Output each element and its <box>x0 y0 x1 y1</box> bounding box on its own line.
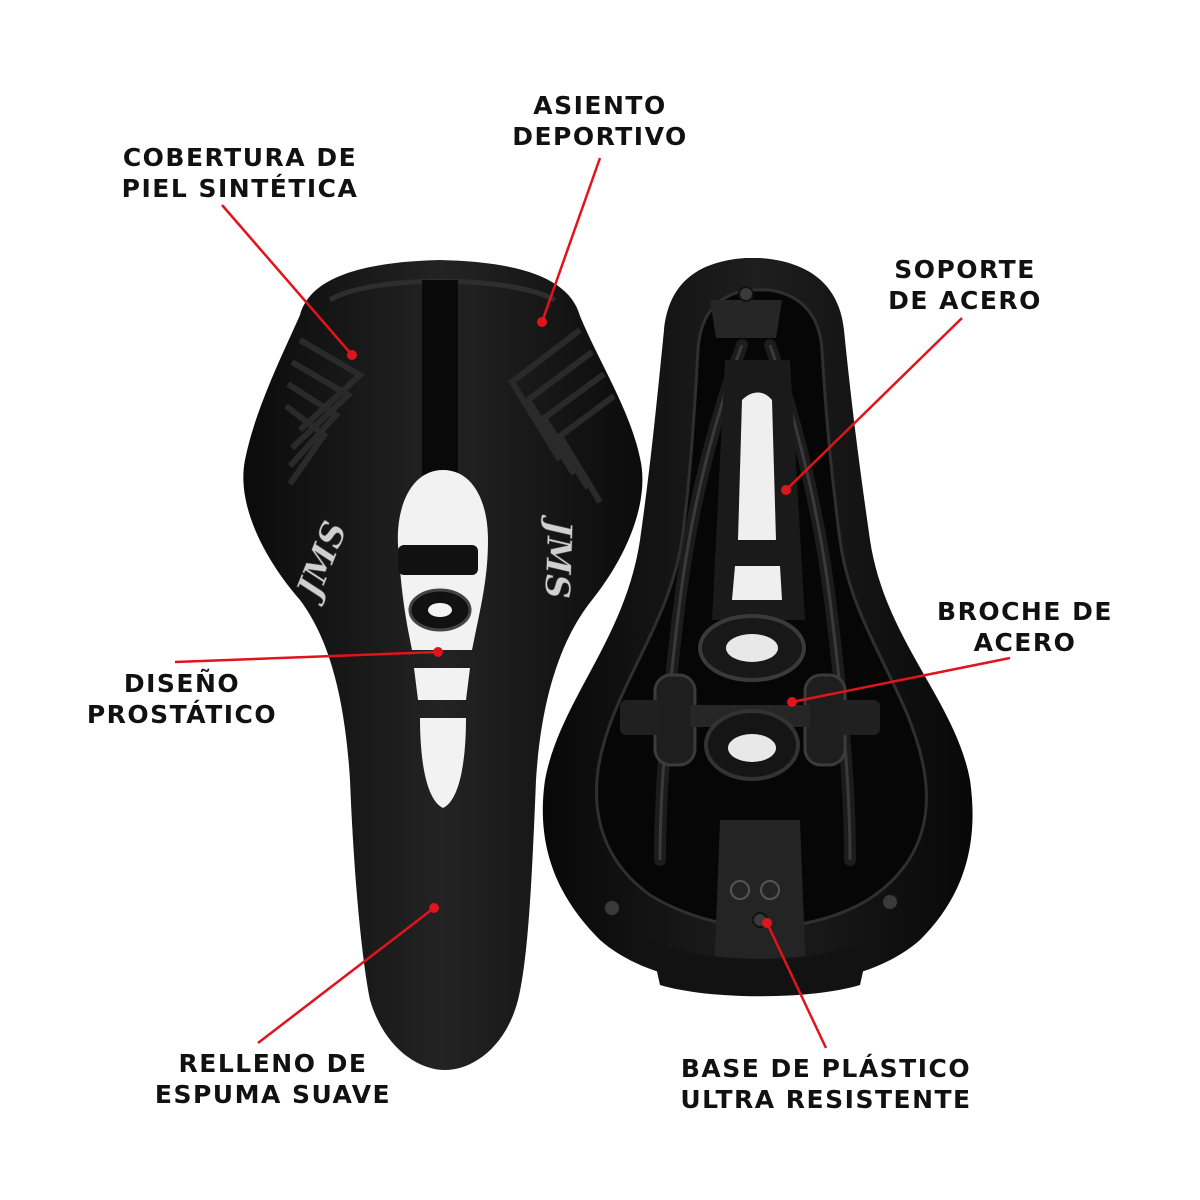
saddle-top-view: JMS JMS <box>243 260 643 1070</box>
label-line: COBERTURA DE <box>122 143 358 172</box>
label-line: SOPORTE <box>894 255 1036 284</box>
label-line: ASIENTO <box>533 91 667 120</box>
callout-line-broche <box>791 656 1011 704</box>
tail-screw-left <box>603 899 621 917</box>
callout-line-diseno <box>174 650 439 664</box>
callout-line-base <box>765 922 828 1049</box>
prostatic-cutout-bottom <box>420 718 466 808</box>
saddle-top-center-stripe <box>422 280 458 490</box>
label-line: BROCHE DE <box>937 597 1113 626</box>
callout-dot-asiento <box>537 317 547 327</box>
callout-dot-cobertura <box>347 350 357 360</box>
callout-line-relleno <box>257 907 435 1044</box>
label-line: ULTRA RESISTENTE <box>680 1085 972 1114</box>
label-line: DE ACERO <box>888 286 1042 315</box>
label-line: PIEL SINTÉTICA <box>121 174 359 203</box>
callout-dot-base <box>762 918 772 928</box>
nose-mount <box>710 300 782 338</box>
callout-line-cobertura <box>221 204 353 356</box>
rear-flap <box>650 940 870 997</box>
tail-plate <box>714 820 806 975</box>
underside-window-1 <box>738 392 776 540</box>
callout-dot-relleno <box>429 903 439 913</box>
prostatic-cutout-lower <box>414 668 470 700</box>
label-line: BASE DE PLÁSTICO <box>680 1054 972 1083</box>
label-base: BASE DE PLÁSTICO ULTRA RESISTENTE <box>638 1053 1014 1115</box>
seat-clamp-visible <box>398 545 478 632</box>
callout-line-soporte <box>785 317 963 491</box>
label-line: DISEÑO <box>123 669 241 698</box>
saddle-top-shell <box>243 260 643 1070</box>
label-line: RELLENO DE <box>178 1049 368 1078</box>
callout-line-asiento <box>540 157 602 323</box>
callout-dot-diseno <box>433 647 443 657</box>
label-diseno: DISEÑO PROSTÁTICO <box>62 668 302 730</box>
chevron-pattern-left <box>284 337 366 486</box>
chevron-pattern-right <box>508 327 616 504</box>
label-line: DEPORTIVO <box>512 122 688 151</box>
label-soporte: SOPORTE DE ACERO <box>860 254 1070 316</box>
label-relleno: RELLENO DE ESPUMA SUAVE <box>118 1048 428 1110</box>
tail-screw-right <box>881 893 899 911</box>
callout-dot-soporte <box>781 485 791 495</box>
saddle-underside-view <box>542 258 973 997</box>
tail-dial-right <box>760 880 780 900</box>
label-line: ACERO <box>973 628 1077 657</box>
label-asiento: ASIENTO DEPORTIVO <box>480 90 720 152</box>
tail-dial-left <box>730 880 750 900</box>
label-broche: BROCHE DE ACERO <box>900 596 1150 658</box>
underside-window-2 <box>732 566 782 600</box>
callout-lines <box>174 157 1011 1049</box>
nose-screw <box>738 286 754 302</box>
brand-logo-right: JMS <box>536 514 579 600</box>
label-line: PROSTÁTICO <box>86 700 278 729</box>
label-line: ESPUMA SUAVE <box>154 1080 392 1109</box>
callout-dot-broche <box>787 697 797 707</box>
label-cobertura: COBERTURA DE PIEL SINTÉTICA <box>95 142 385 204</box>
